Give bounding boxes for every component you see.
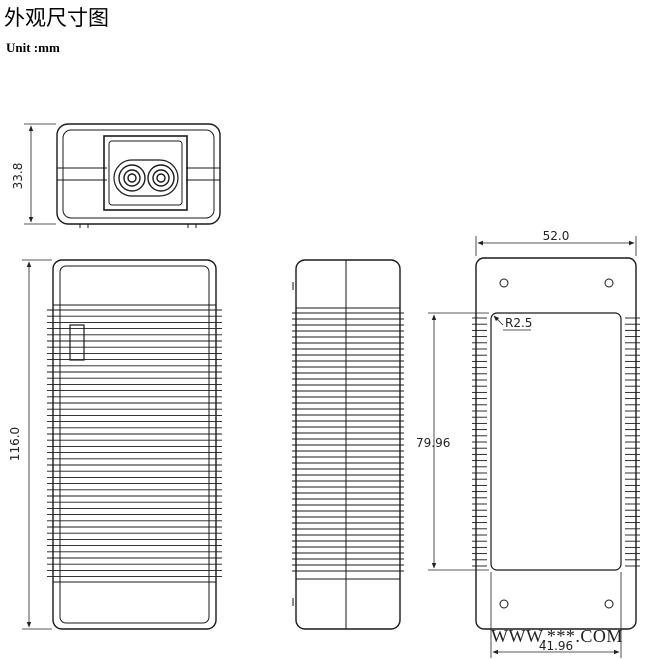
screw-hole-top-left xyxy=(499,278,509,288)
dimension-radius: R2.5 xyxy=(505,316,532,330)
screw-hole-bottom-left xyxy=(499,599,509,609)
inner-recess xyxy=(490,312,622,571)
top-view-inner-outline xyxy=(62,129,215,219)
front-view-ribs xyxy=(47,309,222,578)
dimension-back-width: 52.0 xyxy=(543,229,570,243)
dimension-top-height: 33.8 xyxy=(11,163,25,190)
socket-pin-right xyxy=(147,164,175,192)
side-view-outline xyxy=(295,259,401,630)
back-view xyxy=(472,257,640,630)
top-view-outline xyxy=(56,123,221,225)
side-view xyxy=(292,259,404,630)
back-view-outline xyxy=(475,257,637,630)
front-view-outline xyxy=(52,259,217,630)
screw-hole-bottom-right xyxy=(604,599,614,609)
front-view xyxy=(47,259,222,630)
watermark: WWW.***.COM xyxy=(491,626,623,646)
dimension-front-height: 116.0 xyxy=(8,427,22,461)
dimension-inner-width: 41.96 xyxy=(539,639,573,653)
label-window xyxy=(69,324,85,361)
top-view xyxy=(56,123,221,228)
dimension-inner-height: 79.96 xyxy=(416,436,450,450)
back-view-ribs xyxy=(472,317,640,567)
page-title: 外观尺寸图 xyxy=(4,6,109,30)
ac-inlet-socket xyxy=(103,135,188,211)
socket-pin-left xyxy=(118,164,146,192)
side-view-ribs xyxy=(292,312,404,572)
screw-hole-top-right xyxy=(604,278,614,288)
unit-label: Unit :mm xyxy=(6,40,60,55)
